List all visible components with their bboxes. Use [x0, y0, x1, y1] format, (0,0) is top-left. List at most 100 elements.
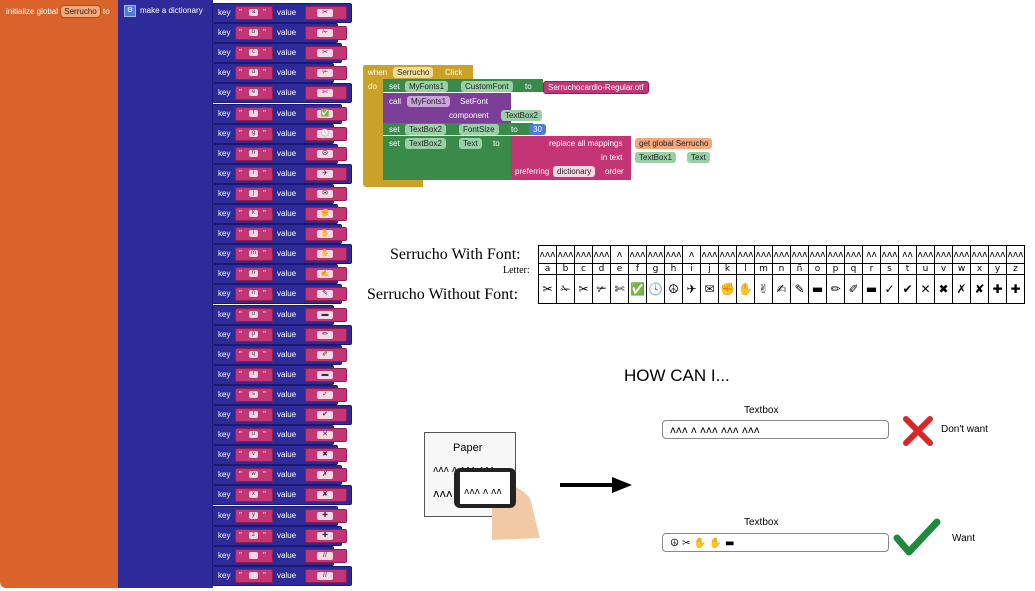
pair-block[interactable]: key"ñ"value✎ — [212, 284, 347, 305]
pair-block[interactable]: key"k"value✊ — [212, 204, 347, 224]
font-size-number[interactable]: 30 — [529, 124, 546, 135]
key-text-block[interactable]: "f" — [235, 106, 273, 121]
key-text-block[interactable]: "n" — [235, 267, 273, 282]
value-text-block[interactable]: ✂ — [305, 46, 347, 61]
key-text-block[interactable]: "j" — [235, 186, 273, 201]
pair-block[interactable]: key"j"value✉ — [212, 183, 347, 204]
pair-block[interactable]: key"l"value✋ — [212, 224, 347, 245]
key-text-block[interactable]: "q" — [235, 347, 273, 362]
textbox1-dropdown[interactable]: TextBox1 — [635, 152, 676, 163]
value-text-block[interactable]: ✚ — [305, 508, 347, 523]
key-text-block[interactable]: "w" — [235, 468, 273, 483]
variable-name-field[interactable]: Serrucho — [60, 5, 101, 18]
initialize-global-block[interactable]: initialize global Serrucho to — [0, 0, 118, 588]
component-dropdown[interactable]: Serrucho — [393, 67, 434, 78]
pair-block[interactable]: key" "value// — [212, 545, 347, 566]
key-text-block[interactable]: "v" — [235, 448, 273, 463]
pair-block[interactable]: key"q"value✐ — [212, 344, 347, 365]
pair-block[interactable]: key"e"value✄ — [212, 83, 352, 104]
key-text-block[interactable]: "l" — [235, 227, 273, 242]
value-text-block[interactable]: 🕓 — [305, 126, 347, 141]
pair-block[interactable]: key"r"value▬ — [212, 364, 347, 385]
textbox-want[interactable]: ☮ ✂ ✋ ✋ ▬ — [662, 533, 889, 552]
key-text-block[interactable]: "h" — [235, 146, 273, 161]
pair-block[interactable]: key"x"value✘ — [212, 485, 352, 506]
value-text-block[interactable]: ✘ — [305, 488, 347, 503]
pair-block[interactable]: key"z"value✚ — [212, 525, 347, 546]
value-text-block[interactable]: ✕ — [305, 428, 347, 443]
pair-block[interactable]: key"p"value✏ — [212, 324, 352, 345]
key-text-block[interactable]: "o" — [235, 307, 273, 322]
value-text-block[interactable]: // — [305, 548, 347, 563]
value-text-block[interactable]: ✉ — [305, 186, 347, 201]
key-text-block[interactable]: "p" — [235, 327, 273, 342]
get-global-block[interactable]: get global Serrucho — [635, 138, 713, 149]
value-text-block[interactable]: ✚ — [305, 528, 347, 543]
textbox1-text-dropdown[interactable]: Text — [687, 152, 710, 163]
key-text-block[interactable]: "y" — [235, 508, 273, 523]
pair-block[interactable]: key"c"value✂ — [212, 43, 347, 64]
pair-block[interactable]: key"u"value✕ — [212, 425, 347, 446]
textbox2-text-dropdown[interactable]: TextBox2 — [405, 138, 446, 149]
key-text-block[interactable]: "u" — [235, 428, 273, 443]
key-text-block[interactable]: "k" — [235, 207, 273, 221]
pair-block[interactable]: key"n"value✍ — [212, 264, 347, 285]
fonts-component-dropdown[interactable]: MyFonts1 — [405, 81, 449, 92]
value-text-block[interactable]: ✐ — [305, 347, 347, 362]
component-textbox2[interactable]: TextBox2 — [501, 110, 542, 121]
value-text-block[interactable]: // — [305, 568, 347, 583]
value-text-block[interactable]: ✔ — [305, 408, 347, 422]
value-text-block[interactable]: ✂ — [305, 6, 347, 20]
key-text-block[interactable]: "b" — [235, 26, 273, 41]
key-text-block[interactable]: "z" — [235, 528, 273, 543]
key-text-block[interactable]: "a" — [235, 6, 273, 20]
value-text-block[interactable]: ✁ — [305, 26, 347, 41]
value-text-block[interactable]: ✃ — [305, 66, 347, 81]
pair-block[interactable]: key"s"value✓ — [212, 384, 347, 405]
value-text-block[interactable]: ✋ — [305, 247, 347, 262]
mutator-gear-icon[interactable]: ⚙ — [124, 5, 136, 17]
key-text-block[interactable]: "r" — [235, 367, 273, 382]
pair-block[interactable]: key"b"value✁ — [212, 23, 347, 44]
key-text-block[interactable]: "d" — [235, 66, 273, 81]
value-text-block[interactable]: ✗ — [305, 468, 347, 483]
value-text-block[interactable]: ✄ — [305, 86, 347, 101]
pair-block[interactable]: key" "value// — [212, 565, 352, 586]
value-text-block[interactable]: ✓ — [305, 387, 347, 402]
key-text-block[interactable]: "ñ" — [235, 287, 273, 302]
key-text-block[interactable]: " " — [235, 568, 273, 583]
preferring-dropdown[interactable]: dictionary — [553, 166, 596, 177]
pair-block[interactable]: key"m"value✋ — [212, 244, 352, 265]
pair-block[interactable]: key"y"value✚ — [212, 505, 347, 526]
font-file-text[interactable]: Serruchocardio-Regular.otf — [543, 81, 649, 94]
value-text-block[interactable]: ✊ — [305, 207, 347, 221]
key-text-block[interactable]: "s" — [235, 387, 273, 402]
pair-block[interactable]: key"w"value✗ — [212, 465, 347, 486]
key-text-block[interactable]: "m" — [235, 247, 273, 262]
value-text-block[interactable]: ☮ — [305, 146, 347, 161]
pair-block[interactable]: key"i"value✈ — [212, 163, 352, 184]
fontsize-dropdown[interactable]: FontSize — [459, 124, 499, 135]
pair-block[interactable]: key"h"value☮ — [212, 143, 347, 164]
pair-block[interactable]: key"v"value✖ — [212, 445, 347, 466]
value-text-block[interactable]: ✖ — [305, 448, 347, 463]
pair-block[interactable]: key"a"value✂ — [212, 3, 352, 23]
key-text-block[interactable]: " " — [235, 548, 273, 563]
value-text-block[interactable]: ✎ — [305, 287, 347, 302]
key-text-block[interactable]: "i" — [235, 166, 273, 181]
value-text-block[interactable]: ▬ — [305, 367, 347, 382]
value-text-block[interactable]: ✍ — [305, 267, 347, 282]
value-text-block[interactable]: ✅ — [305, 106, 347, 121]
pair-block[interactable]: key"g"value🕓 — [212, 123, 347, 144]
text-property-dropdown[interactable]: Text — [459, 138, 482, 149]
value-text-block[interactable]: ✈ — [305, 166, 347, 181]
pair-block[interactable]: key"t"value✔ — [212, 405, 352, 425]
key-text-block[interactable]: "e" — [235, 86, 273, 101]
pair-block[interactable]: key"o"value▬ — [212, 304, 347, 325]
pair-block[interactable]: key"d"value✃ — [212, 63, 347, 84]
make-dictionary-block[interactable]: ⚙make a dictionary — [118, 0, 213, 588]
key-text-block[interactable]: "g" — [235, 126, 273, 141]
key-text-block[interactable]: "t" — [235, 408, 273, 422]
call-component-dropdown[interactable]: MyFonts1 — [407, 96, 451, 107]
custom-font-dropdown[interactable]: CustomFont — [461, 81, 513, 92]
